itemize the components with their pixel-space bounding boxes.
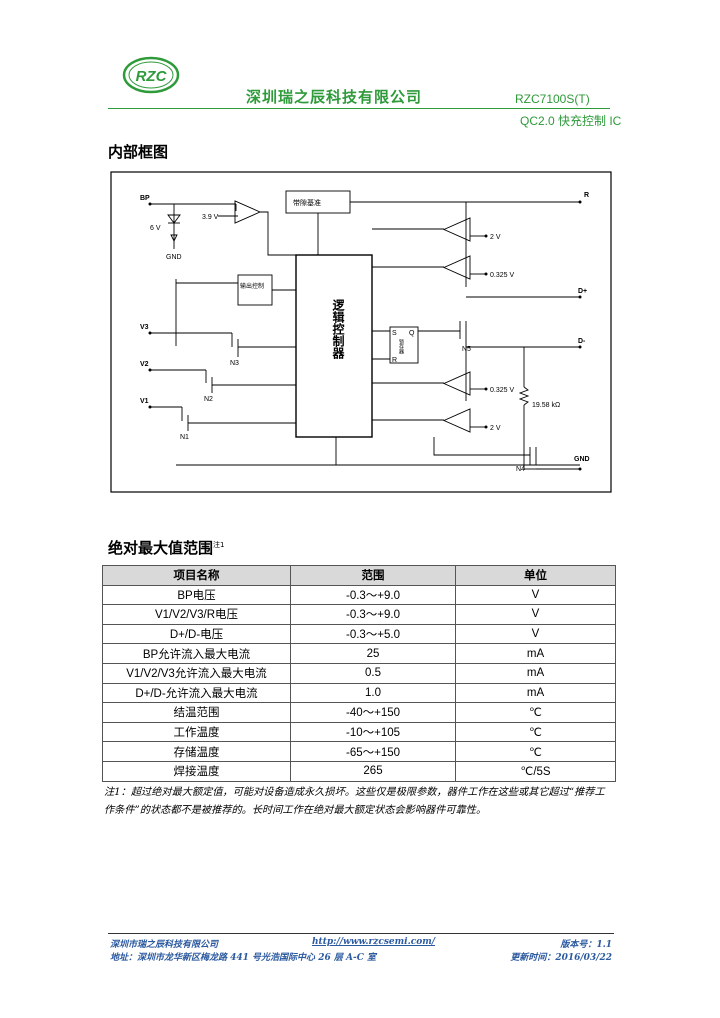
header-cell: 范围 — [290, 565, 456, 586]
svg-text:6 V: 6 V — [150, 225, 161, 232]
svg-text:BP: BP — [140, 195, 150, 202]
svg-text:N2: N2 — [204, 396, 213, 403]
footer-url-link[interactable]: http://www.rzcsemi.com/ — [312, 937, 436, 947]
header-cell: 项目名称 — [102, 565, 291, 586]
table-header-row: 项目名称 范围 单位 — [102, 565, 616, 586]
header-divider — [108, 108, 610, 109]
svg-text:V3: V3 — [140, 324, 149, 331]
svg-text:V1: V1 — [140, 398, 149, 405]
table-row: 存储温度-65～+150℃ — [102, 741, 616, 762]
footer-address: 地址：深圳市龙华新区梅龙路 441 号光浩国际中心 26 层 A-C 室 — [110, 953, 376, 963]
svg-text:19.58 kΩ: 19.58 kΩ — [532, 402, 560, 409]
footer-updated: 更新时间：2016/03/22 — [510, 953, 612, 963]
svg-text:R: R — [584, 192, 589, 199]
svg-text:N3: N3 — [230, 360, 239, 367]
company-logo: RZC — [122, 56, 180, 94]
svg-text:N4: N4 — [516, 466, 525, 473]
table-row: 结温范围-40～+150℃ — [102, 702, 616, 723]
footer-company: 深圳市瑞之辰科技有限公司 — [110, 940, 219, 950]
svg-text:RZC: RZC — [136, 68, 168, 85]
svg-text:锁存器: 锁存器 — [398, 338, 404, 355]
svg-text:0.325 V: 0.325 V — [490, 387, 514, 394]
svg-text:Q: Q — [409, 330, 415, 337]
company-name-header: 深圳瑞之辰科技有限公司 — [246, 88, 423, 106]
svg-text:GND: GND — [166, 254, 182, 261]
product-subtitle: QC2.0 快充控制 IC — [520, 114, 622, 128]
table-row: 工作温度-10～+105℃ — [102, 721, 616, 743]
note-mark: 注1 — [213, 541, 225, 549]
svg-text:输出控制: 输出控制 — [240, 282, 264, 290]
svg-text:N5: N5 — [462, 346, 471, 353]
model-number: RZC7100S(T) — [515, 92, 590, 106]
svg-text:带隙基准: 带隙基准 — [293, 198, 321, 207]
header-cell: 单位 — [455, 565, 616, 586]
svg-text:S: S — [392, 330, 397, 337]
footer-version: 版本号：1.1 — [560, 940, 612, 950]
section-title-abs-max: 绝对最大值范围注1 — [108, 539, 225, 557]
svg-text:3.9 V: 3.9 V — [202, 214, 219, 221]
footer-divider — [108, 933, 614, 934]
svg-text:D-: D- — [578, 338, 586, 345]
internal-block-diagram: BP 6 V GND 3.9 V 带隙基准 输出控制 逻辑控制器 R 2 V 0… — [110, 171, 612, 493]
svg-text:N1: N1 — [180, 434, 189, 441]
svg-text:逻辑控制器: 逻辑控制器 — [331, 298, 345, 360]
svg-text:2 V: 2 V — [490, 234, 501, 241]
svg-text:2 V: 2 V — [490, 425, 501, 432]
svg-text:GND: GND — [574, 456, 590, 463]
section-title-block-diagram: 内部框图 — [108, 143, 169, 161]
svg-text:D+: D+ — [578, 288, 587, 295]
footnote: 注1：超过绝对最大额定值，可能对设备造成永久损坏。这些仅是极限参数，器件工作在这… — [104, 787, 605, 816]
svg-text:R: R — [392, 357, 397, 364]
svg-text:0.325 V: 0.325 V — [490, 272, 514, 279]
svg-text:V2: V2 — [140, 361, 149, 368]
